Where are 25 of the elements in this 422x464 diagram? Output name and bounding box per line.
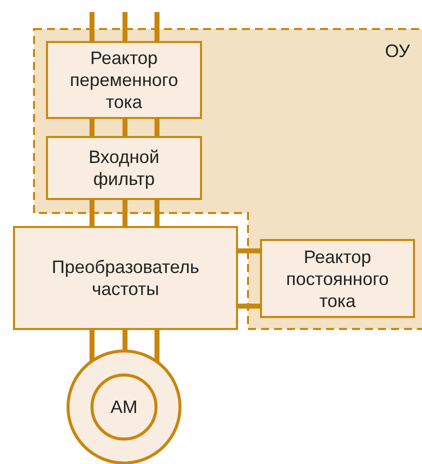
block-box xyxy=(46,41,202,119)
block-box xyxy=(46,136,202,200)
block-label: Реактор переменного тока xyxy=(68,47,180,113)
wire xyxy=(154,200,160,226)
wire xyxy=(122,119,128,136)
block-box xyxy=(260,239,415,318)
wire xyxy=(154,330,160,362)
wire xyxy=(122,200,128,226)
block-label: Входной фильтр xyxy=(88,146,160,190)
block-label: Реактор постоянного тока xyxy=(285,246,390,312)
wire xyxy=(122,330,128,351)
motor-symbol xyxy=(66,349,182,464)
wire xyxy=(90,200,94,226)
wire xyxy=(154,12,160,41)
wire xyxy=(154,119,160,136)
motor-label: АМ xyxy=(110,396,138,418)
wire xyxy=(90,330,94,362)
wire xyxy=(90,119,94,136)
region-label: ОУ xyxy=(384,40,410,62)
block-box xyxy=(13,226,238,330)
wire xyxy=(238,304,260,309)
wire xyxy=(90,12,94,41)
wire xyxy=(238,248,260,254)
block-label: Преобразователь частоты xyxy=(50,256,200,300)
wire xyxy=(122,12,128,41)
